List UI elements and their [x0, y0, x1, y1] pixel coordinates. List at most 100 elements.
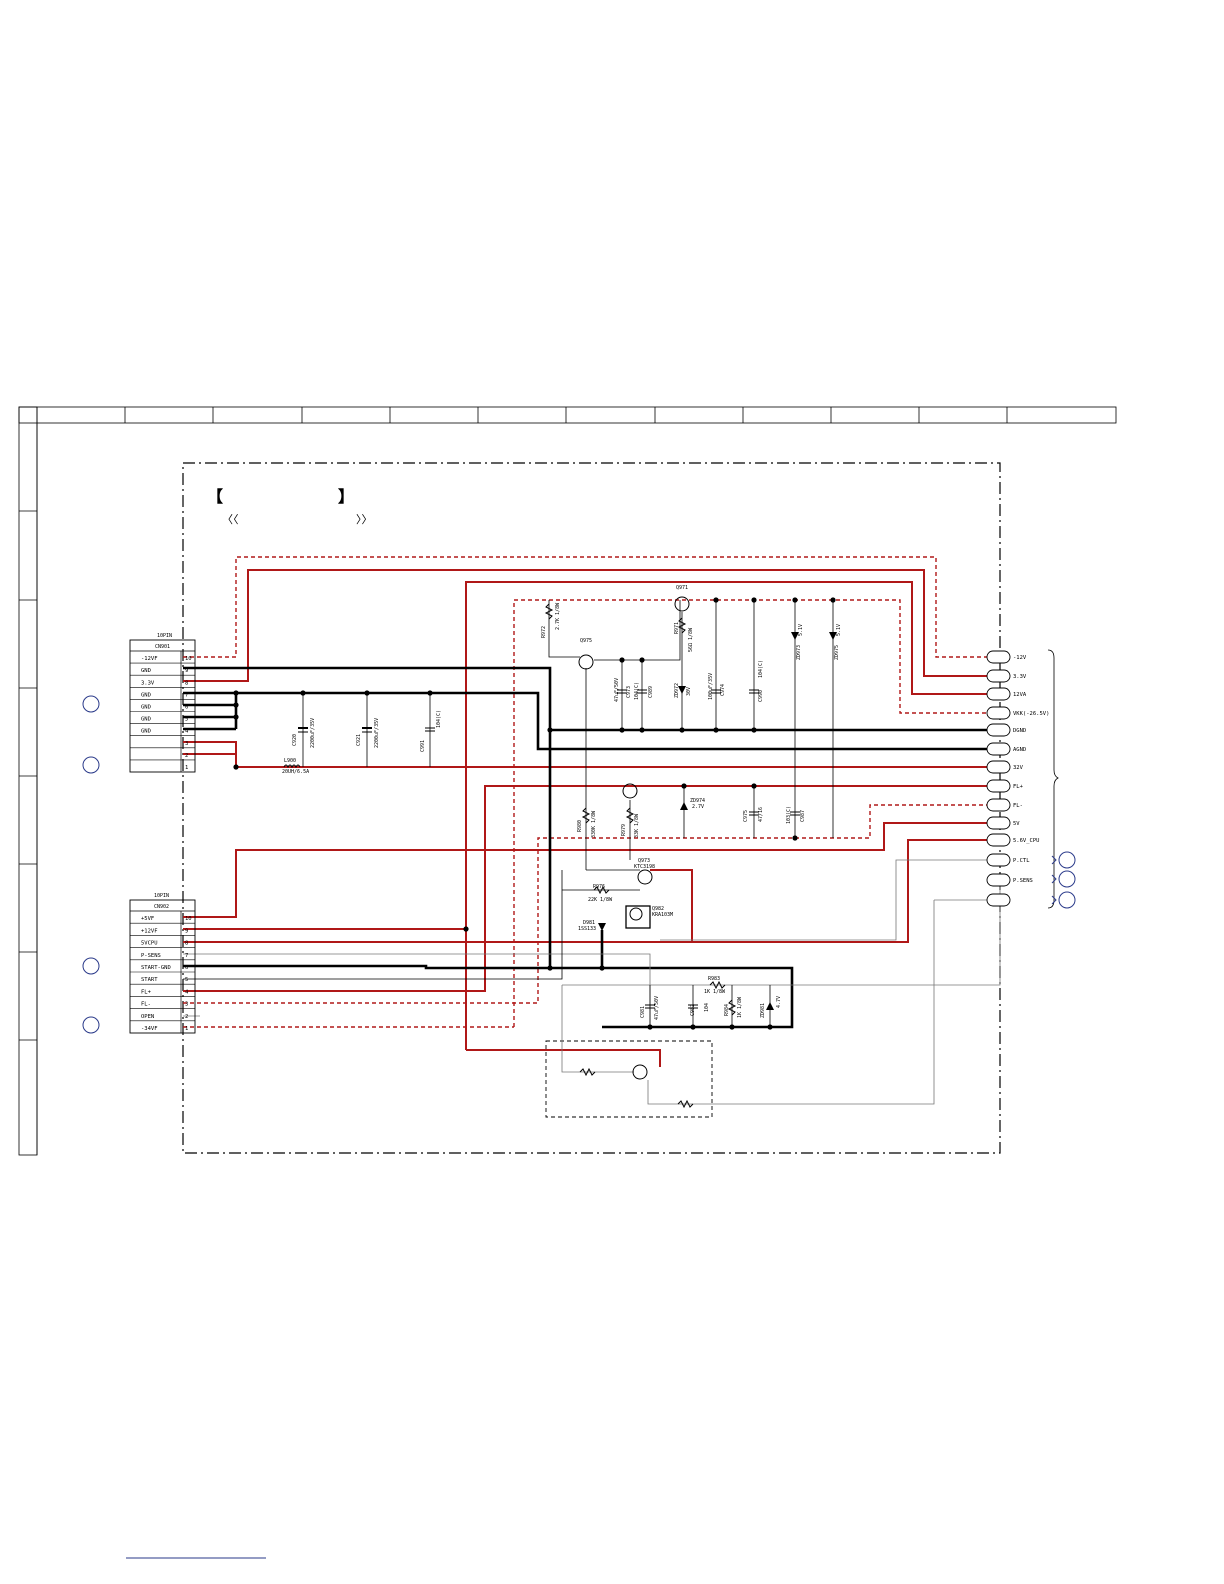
net-terminal	[986, 760, 1011, 774]
component-symbols	[283, 596, 800, 1109]
net-label: 12VA	[1013, 692, 1027, 698]
pin-name: GND	[141, 668, 151, 674]
junction-dot	[233, 690, 239, 696]
zd974-value: 2.7V	[692, 804, 704, 810]
c973-value: 47uF/50V	[614, 678, 620, 702]
junction-dots	[233, 597, 836, 1030]
net-label: 3.3V	[1013, 674, 1027, 680]
r983-value: 1K 1/8W	[704, 989, 726, 995]
output-net-terminals: -12V3.3V12VAVKK(-26.5V)DGNDAGND32VFL+FL-…	[986, 650, 1049, 907]
junction-dot	[751, 597, 757, 603]
net-terminal	[986, 779, 1011, 793]
c974-label: C974	[720, 684, 726, 696]
junction-dot	[729, 1024, 735, 1030]
net-terminal	[986, 723, 1011, 737]
junction-dot	[713, 727, 719, 733]
zd973-label: ZD973	[796, 645, 802, 660]
zd975-value: 5.1V	[836, 624, 842, 636]
c981-value: 47uF/50V	[654, 996, 660, 1020]
net-terminal	[986, 650, 1011, 664]
c990-label: C990	[758, 690, 764, 702]
pin-name: OPEN	[141, 1014, 154, 1020]
junction-dot	[599, 965, 605, 971]
pin-number: 10	[185, 656, 192, 662]
r972-label: R972	[541, 626, 547, 638]
c982-label: C982	[690, 1004, 696, 1016]
pin-name: +12VF	[141, 928, 158, 934]
pin-name: FL-	[141, 1002, 151, 1008]
q982-label: Q982	[652, 906, 664, 912]
pin-name: 5VCPU	[141, 941, 158, 947]
net-label: 32V	[1013, 765, 1024, 771]
junction-dot	[767, 1024, 773, 1030]
header-bracket-left: 【	[207, 487, 223, 506]
net-label: 5V	[1013, 821, 1020, 827]
c920-value: 2200uF/35V	[310, 718, 316, 748]
net-terminal	[986, 687, 1011, 701]
cn902-title: 10PIN	[154, 893, 169, 899]
r979-label: R979	[621, 824, 627, 836]
net-terminal	[986, 706, 1011, 720]
pin-number: 4	[185, 729, 189, 735]
rotated-component-labels: C920 2200uF/35V C921 2200uF/35V C991 104…	[292, 602, 842, 1020]
net-label: AGND	[1013, 747, 1026, 753]
junction-dot	[427, 690, 433, 696]
junction-dot	[233, 702, 239, 708]
junction-dot	[463, 926, 469, 932]
c975-label: C975	[743, 810, 749, 822]
cn901-ref: CN901	[155, 644, 170, 650]
junction-dot	[830, 597, 836, 603]
c974-value: 100uF/35V	[708, 673, 714, 700]
net-brace	[1047, 649, 1059, 909]
c982-value: 104	[704, 1003, 710, 1012]
pin-number: 8	[185, 680, 188, 686]
pin-number: 3	[185, 741, 188, 747]
junction-dot	[690, 1024, 696, 1030]
pin-name: GND	[141, 729, 151, 735]
junction-dot	[233, 714, 239, 720]
d981-value: 1SS133	[578, 926, 596, 932]
pin-number: 9	[185, 928, 188, 934]
pin-name: GND	[141, 717, 151, 723]
zd974-label: ZD974	[690, 798, 705, 804]
net-label: VKK(-26.5V)	[1013, 711, 1049, 717]
net-label: 5.6V_CPU	[1013, 838, 1040, 844]
c991-label: C991	[420, 740, 426, 752]
pin-name: FL+	[141, 989, 152, 995]
c987-label: C987	[800, 810, 806, 822]
zd981-value: 4.7V	[776, 996, 782, 1008]
junction-dot	[547, 727, 553, 733]
c921-label: C921	[356, 734, 362, 746]
net-terminal	[986, 833, 1011, 847]
r971-value: 56Ω 1/8W	[688, 627, 694, 652]
pin-number: 5	[185, 977, 188, 983]
cn902-ref: CN902	[154, 904, 169, 910]
pin-name: -12VF	[141, 656, 158, 662]
junction-dot	[619, 727, 625, 733]
pin-number: 3	[185, 1002, 188, 1008]
pin-name: P-SENS	[141, 953, 161, 959]
r983-label: R983	[708, 976, 720, 982]
c981-label: C981	[640, 1006, 646, 1018]
net-terminal	[986, 893, 1011, 907]
cn901-title: 10PIN	[157, 633, 172, 639]
pin-name: -34VF	[141, 1026, 158, 1032]
zd973-value: 5.1V	[798, 624, 804, 636]
left-reference-circles	[82, 695, 100, 1034]
r971-label: R971	[674, 622, 680, 634]
c990-value: 104(C)	[758, 660, 764, 678]
net-terminal	[986, 669, 1011, 683]
junction-dot	[364, 690, 370, 696]
junction-dot	[300, 690, 306, 696]
r976-value: 22K 1/8W	[588, 897, 613, 903]
pin-number: 2	[185, 1014, 188, 1020]
net-label: FL+	[1013, 784, 1024, 790]
pin-number: 4	[185, 989, 189, 995]
net-label: -12V	[1013, 655, 1027, 661]
red-wires	[183, 569, 1000, 1067]
net-terminal	[986, 742, 1011, 756]
pin-number: 8	[185, 941, 188, 947]
r980-label: R980	[577, 820, 583, 832]
pin-number: 2	[185, 753, 188, 759]
